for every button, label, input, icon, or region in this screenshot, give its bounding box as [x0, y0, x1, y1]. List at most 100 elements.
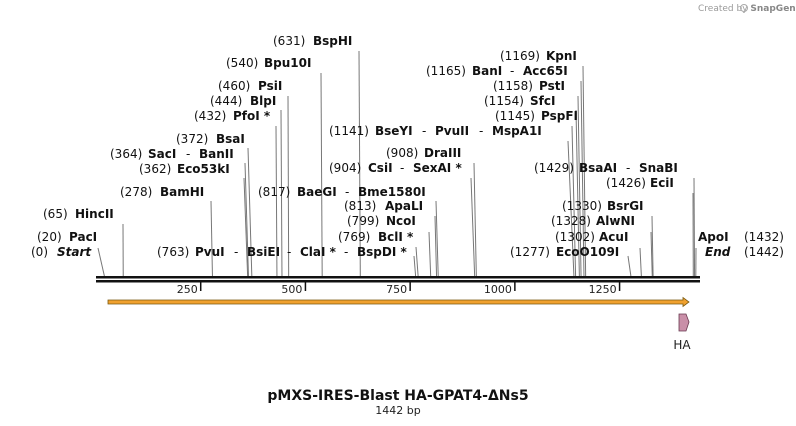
site-pos-alwni: (1328) [551, 214, 591, 228]
site-line-pspfi [571, 125, 577, 277]
site-pos-baegi: (817) [258, 185, 290, 199]
site-pos-bcli: (769) [338, 230, 370, 244]
site-name-bpu10i[interactable]: Bpu10I [264, 56, 311, 70]
site-line-ncoi [428, 231, 432, 277]
site-pos-bseyi: (1141) [329, 124, 369, 138]
site-pos-bsrgi: (1330) [562, 199, 602, 213]
site-pos-pspfi: (1145) [495, 109, 535, 123]
tick-label: 750 [386, 283, 407, 296]
site-line-bsai [247, 147, 253, 277]
site-line-kpni [582, 65, 587, 277]
plasmid-length: 1442 bp [375, 404, 420, 417]
site-name-end[interactable]: End [705, 245, 731, 259]
site-pos-pvui: (763) [157, 245, 189, 259]
site-separator: - [510, 64, 514, 78]
dna-backbone [96, 276, 700, 283]
site-name-sfci[interactable]: SfcI [530, 94, 555, 108]
site-pos-psii: (460) [218, 79, 250, 93]
site-name-bsai[interactable]: BsaI [216, 132, 245, 146]
site-name-bcli[interactable]: BclI * [378, 230, 414, 244]
site-pos-blpi: (444) [210, 94, 242, 108]
site-name-csii[interactable]: CsiI [368, 161, 393, 175]
site-line-saci [244, 162, 249, 277]
site-name-blpi[interactable]: BlpI [250, 94, 276, 108]
ha-feature-label: HA [673, 338, 691, 352]
site-pos-csii: (904) [329, 161, 361, 175]
site-name-start[interactable]: Start [57, 245, 92, 259]
site-line-baegi [435, 200, 439, 277]
site-name-bsphi[interactable]: BspHI [313, 34, 352, 48]
site-name-bsaai[interactable]: BsaAI [579, 161, 617, 175]
ha-feature[interactable] [678, 313, 690, 332]
site-pos-hincii: (65) [43, 207, 68, 221]
site-pos-psti: (1158) [493, 79, 533, 93]
site-name-bsrgi[interactable]: BsrGI [607, 199, 644, 213]
site-name-pfoi[interactable]: PfoI * [233, 109, 271, 123]
site-separator: - [626, 161, 630, 175]
site-separator: - [400, 161, 404, 175]
site-pos-bani: (1165) [426, 64, 466, 78]
site-name-hincii[interactable]: HincII [75, 207, 114, 221]
site-name-ecoo109i[interactable]: EcoO109I [556, 245, 619, 259]
site-pos-draiii: (908) [386, 146, 418, 160]
orf-arrow[interactable] [107, 296, 690, 308]
site-pos-ecoo109i: (1277) [510, 245, 550, 259]
site-name-acc65i[interactable]: Acc65I [523, 64, 568, 78]
site-line-psti [577, 95, 582, 277]
site-name-bsiei[interactable]: BsiEI [247, 245, 280, 259]
site-separator: - [186, 147, 190, 161]
site-name-bseyi[interactable]: BseYI [375, 124, 413, 138]
site-line-bseyi [567, 140, 575, 277]
site-name-psii[interactable]: PsiI [258, 79, 282, 93]
site-pos-pfoi: (432) [194, 109, 226, 123]
site-separator: - [344, 245, 348, 259]
site-pos-bsai: (372) [176, 132, 208, 146]
site-pos-sfci: (1154) [484, 94, 524, 108]
site-separator: - [345, 185, 349, 199]
site-name-eco53ki[interactable]: Eco53kI [177, 162, 230, 176]
site-pos-kpni: (1169) [500, 49, 540, 63]
site-line-bsaai [693, 177, 696, 277]
site-name-alwni[interactable]: AlwNI [596, 214, 635, 228]
site-name-acui[interactable]: AcuI [599, 230, 628, 244]
features: HA [107, 296, 691, 352]
site-name-apoi[interactable]: ApoI [698, 230, 729, 244]
site-name-bani[interactable]: BanI [472, 64, 502, 78]
site-pos-eco53ki: (362) [139, 162, 171, 176]
site-pos-paci: (20) [37, 230, 62, 244]
site-name-bamhi[interactable]: BamHI [160, 185, 204, 199]
credit-text: Created by SnapGene [698, 4, 796, 14]
site-name-sexai[interactable]: SexAI * [413, 161, 462, 175]
site-name-snabi[interactable]: SnaBI [639, 161, 678, 175]
site-name-banii[interactable]: BanII [199, 147, 234, 161]
site-line-ecoo109i [627, 255, 632, 277]
site-name-bspdi[interactable]: BspDI * [357, 245, 407, 259]
site-name-baegi[interactable]: BaeGI [297, 185, 337, 199]
site-pos-bamhi: (278) [120, 185, 152, 199]
site-line-pfoi [275, 125, 278, 277]
site-name-pvuii[interactable]: PvuII [435, 124, 469, 138]
site-name-psti[interactable]: PstI [539, 79, 565, 93]
site-name-paci[interactable]: PacI [69, 230, 97, 244]
site-name-ecii[interactable]: EciI [650, 176, 674, 190]
site-line-bamhi [210, 200, 213, 277]
site-name-pvui[interactable]: PvuI [195, 245, 225, 259]
site-name-ncoi[interactable]: NcoI [386, 214, 416, 228]
site-separator: - [479, 124, 483, 138]
site-name-clai[interactable]: ClaI * [300, 245, 337, 259]
tick-label: 500 [281, 283, 302, 296]
site-line-bani [580, 80, 585, 277]
site-pos-bsaai: (1429) [534, 161, 574, 175]
site-line-csii [470, 177, 476, 277]
site-name-apali[interactable]: ApaLI [385, 199, 423, 213]
tick-label: 1000 [484, 283, 512, 296]
tick-label: 1250 [589, 283, 617, 296]
site-name-mspa1i[interactable]: MspA1I [492, 124, 542, 138]
site-name-saci[interactable]: SacI [148, 147, 176, 161]
site-name-pspfi[interactable]: PspFI [541, 109, 578, 123]
site-name-kpni[interactable]: KpnI [546, 49, 577, 63]
site-name-draiii[interactable]: DraIII [424, 146, 461, 160]
site-name-bme1580i[interactable]: Bme1580I [358, 185, 426, 199]
